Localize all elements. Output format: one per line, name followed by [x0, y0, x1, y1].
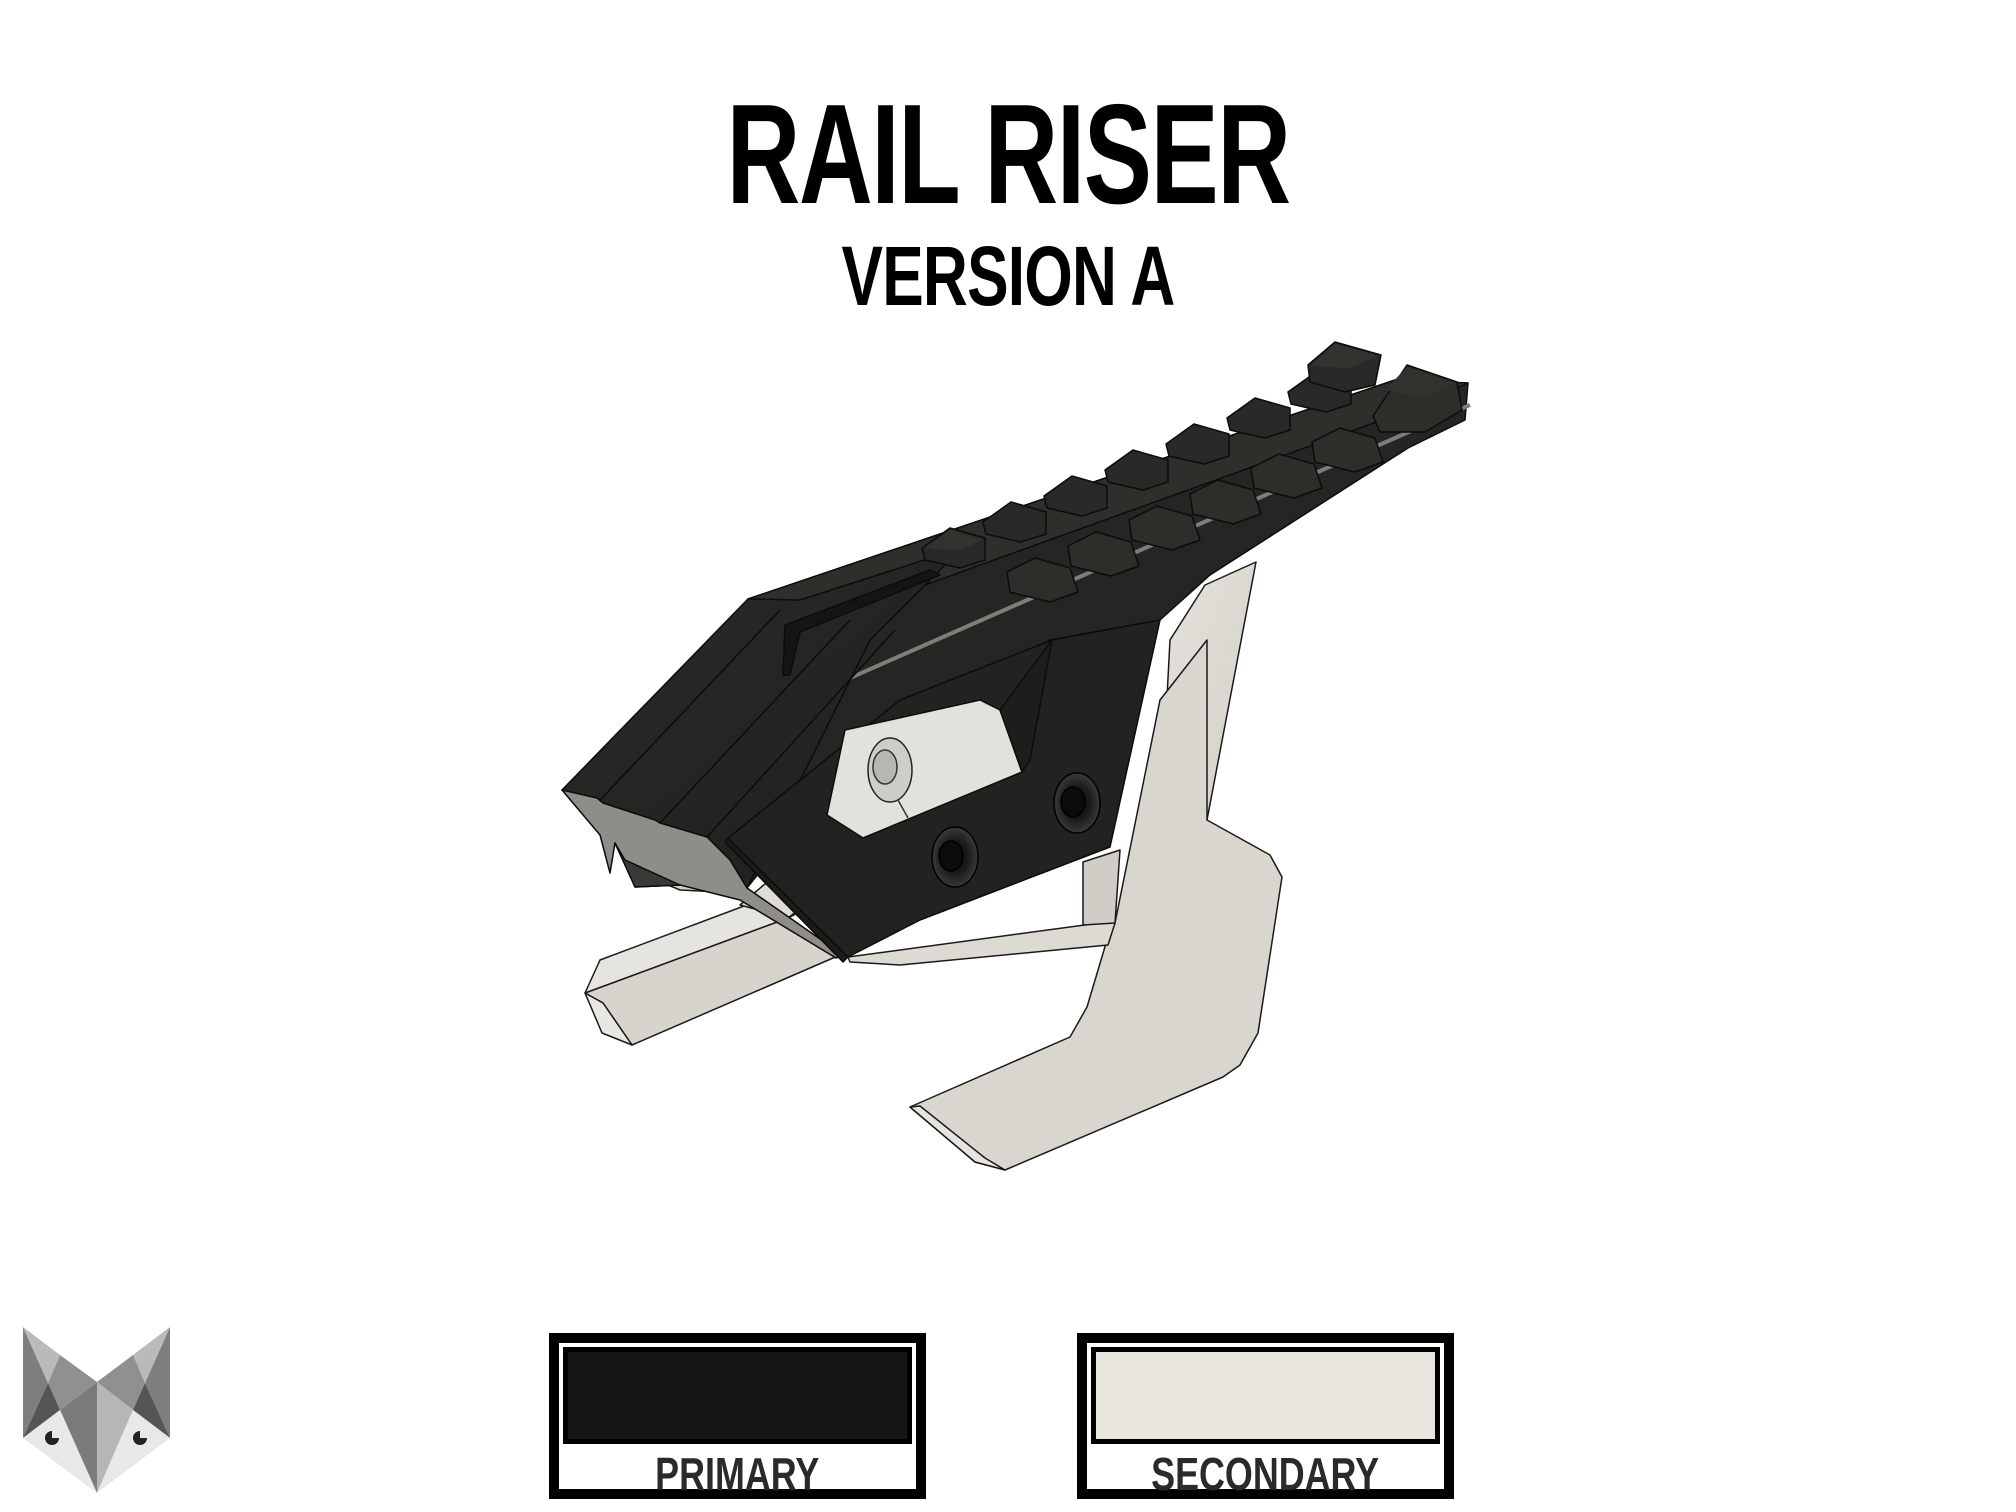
swatch-secondary: SECONDARY	[1077, 1333, 1454, 1499]
bolt-hole-right	[1053, 772, 1101, 834]
swatch-secondary-label: SECONDARY	[1151, 1448, 1380, 1500]
subtitle-text: VERSION A	[841, 229, 1176, 323]
swatch-primary-label: PRIMARY	[655, 1448, 820, 1500]
primary-part	[561, 379, 1471, 963]
swatch-secondary-color	[1091, 1347, 1440, 1444]
bolt-hole-left	[931, 826, 979, 888]
swatch-primary: PRIMARY	[549, 1333, 926, 1499]
swatch-primary-color	[563, 1347, 912, 1444]
title-text: RAIL RISER	[726, 75, 1291, 234]
page-title: RAIL RISER	[0, 84, 2016, 226]
picatinny-rail-teeth	[921, 341, 1463, 603]
page-subtitle: VERSION A	[0, 234, 2016, 318]
